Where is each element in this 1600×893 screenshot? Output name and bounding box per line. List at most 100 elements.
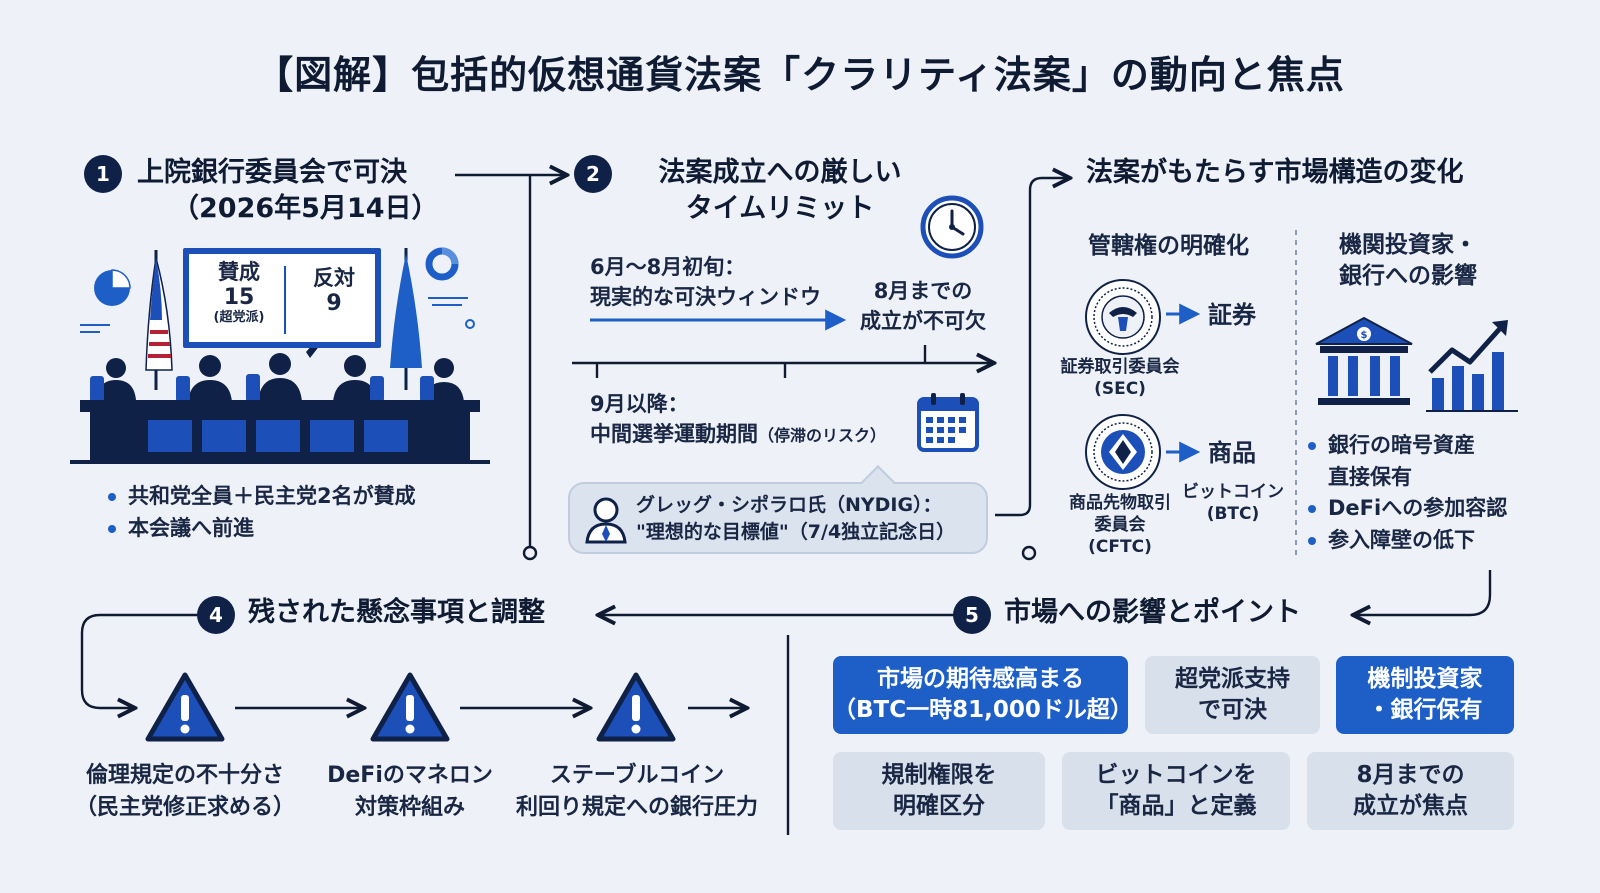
point-btc-commodity: ビットコインを「商品」と定義 (1062, 752, 1290, 830)
quote-bubble: グレッグ・シポラロ氏（NYDIG）： "理想的な目標値"（7/4独立記念日） (568, 465, 988, 554)
sec-name: 証券取引委員会 (SEC) (1050, 356, 1190, 400)
person-avatar-icon (585, 497, 627, 544)
cftc-label: 商品 (1208, 439, 1256, 467)
btc-label-line1: ビットコイン (1182, 482, 1284, 502)
section-1-date: （2026年5月14日） (172, 193, 439, 224)
section-2-title-line1: 法案成立への厳しい (658, 157, 902, 188)
deadline-line1: 8月までの (873, 279, 973, 303)
cftc-name-line2: 委員会 (1094, 515, 1146, 536)
concern-ethics-line2: （民主党修正求める） (75, 794, 296, 820)
point-market-expectation: 市場の期待感高まる （BTC一時81,000ドル超） (833, 656, 1133, 734)
point-line1: 規制権限を (881, 761, 997, 788)
point-line1: ビットコインを (1095, 761, 1257, 788)
warning-icon (596, 672, 676, 742)
point-line1: 市場の期待感高まる (877, 665, 1084, 692)
concern-defi-aml: DeFiのマネロン 対策枠組み (310, 760, 510, 824)
list-item: 共和党全員＋民主党2名が賛成 (106, 481, 416, 513)
warning-icon (370, 672, 450, 742)
step-number-4: 4 (197, 596, 235, 634)
vote-yes-label: 賛成 (218, 260, 260, 284)
institutional-heading-line2: 銀行への影響 (1339, 263, 1477, 290)
point-regulatory-split: 規制権限を明確区分 (833, 752, 1045, 830)
point-line2: 成立が焦点 (1353, 793, 1468, 819)
list-item: 参入障壁の低下 (1306, 525, 1507, 557)
point-line1: 8月までの (1356, 761, 1465, 788)
section-4-title: 残された懸念事項と調整 (248, 597, 545, 628)
pie-chart-icon (80, 269, 131, 333)
institutional-heading-line1: 機関投資家・ (1339, 232, 1477, 258)
concern-ethics: 倫理規定の不十分さ （民主党修正求める） (75, 760, 295, 824)
arrow-3-to-5 (1355, 570, 1492, 615)
point-line2: で可決 (1198, 697, 1267, 723)
after-desc: 中間選挙運動期間 (590, 422, 758, 447)
sec-seal-icon (1085, 279, 1161, 355)
cftc-name: 商品先物取引 委員会 (CFTC) (1050, 492, 1190, 558)
list-item: 銀行の暗号資産直接保有 (1306, 430, 1507, 493)
committee-people-icon (70, 247, 490, 464)
btc-label: ビットコイン (BTC) (1178, 481, 1288, 525)
point-line2: （BTC一時81,000ドル超） (833, 697, 1133, 723)
cftc-name-line3: (CFTC) (1088, 537, 1152, 558)
clock-icon (920, 195, 984, 259)
page-title: 【図解】包括的仮想通貨法案「クラリティ法案」の動向と焦点 (255, 53, 1345, 97)
section-2-title-line2: タイムリミット (685, 192, 875, 224)
sec-name-line2: (SEC) (1094, 379, 1146, 400)
step-number-1: 1 (84, 155, 122, 193)
flag-blue-icon (390, 248, 422, 390)
calendar-icon (917, 393, 979, 452)
section-3-title: 法案がもたらす市場構造の変化 (1086, 157, 1464, 188)
window-label: 6月〜8月初旬： (590, 255, 746, 279)
bank-icon: $ (1315, 316, 1413, 405)
after-label: 9月以降： (590, 392, 689, 416)
svg-text:$: $ (1361, 330, 1368, 341)
concern-stablecoin-line2: 利回り規定への銀行圧力 (515, 794, 758, 820)
growth-chart-icon (1426, 320, 1518, 412)
point-institutional: 機制投資家・銀行保有 (1336, 656, 1514, 734)
point-bipartisan: 超党派支持で可決 (1145, 656, 1320, 734)
vote-yes-note: (超党派) (213, 310, 265, 326)
deadline-line2: 成立が不可欠 (860, 309, 986, 334)
point-line1: 超党派支持 (1175, 665, 1290, 692)
step-number-2: 2 (574, 155, 612, 193)
point-line2: 明確区分 (893, 793, 985, 819)
quote-speaker: グレッグ・シポラロ氏（NYDIG）： (636, 494, 942, 516)
list-item: DeFiへの参加容認 (1306, 493, 1507, 525)
vote-no-label: 反対 (313, 266, 355, 290)
vote-board: 賛成 15 (超党派) 反対 9 (183, 248, 381, 348)
quote-text: "理想的な目標値"（7/4独立記念日） (636, 520, 956, 543)
flag-us-icon (145, 250, 173, 390)
concern-defi-line1: DeFiのマネロン (327, 763, 493, 788)
point-august-deadline: 8月までの成立が焦点 (1307, 752, 1514, 830)
cftc-seal-icon (1085, 414, 1161, 490)
deadline-text: 8月までの 成立が不可欠 (848, 276, 998, 337)
window-desc: 現実的な可決ウィンドウ (590, 285, 821, 310)
institutional-bullets: 銀行の暗号資産直接保有 DeFiへの参加容認 参入障壁の低下 (1306, 430, 1507, 556)
vote-yes-count: 15 (223, 285, 255, 311)
point-line2: 「商品」と定義 (1095, 793, 1257, 819)
cftc-name-line1: 商品先物取引 (1069, 493, 1171, 513)
window-text: 6月〜8月初旬： 現実的な可決ウィンドウ (590, 252, 821, 313)
institutional-heading: 機関投資家・ 銀行への影響 (1318, 230, 1498, 292)
step-number-5: 5 (953, 596, 991, 634)
concern-stablecoin-line1: ステーブルコイン (549, 763, 725, 788)
point-line1: 機制投資家 (1367, 665, 1483, 692)
btc-label-line2: (BTC) (1206, 504, 1260, 525)
sec-label: 証券 (1208, 301, 1256, 329)
after-note: （停滞のリスク） (758, 426, 887, 446)
section-1-title: 上院銀行委員会で可決 (137, 157, 407, 188)
after-september-text: 9月以降： 中間選挙運動期間（停滞のリスク） (590, 389, 886, 450)
arrow-2-to-3 (995, 178, 1068, 517)
section-2-title: 法案成立への厳しい タイムリミット (630, 155, 930, 226)
jurisdiction-heading: 管轄権の明確化 (1088, 233, 1249, 259)
concern-defi-line2: 対策枠組み (354, 794, 465, 820)
section-5-title: 市場への影響とポイント (1004, 597, 1301, 628)
vote-no-count: 9 (326, 291, 342, 317)
sec-name-line1: 証券取引委員会 (1060, 357, 1180, 377)
list-item: 本会議へ前進 (106, 513, 416, 545)
point-line2: ・銀行保有 (1367, 697, 1483, 723)
donut-chart-icon (425, 247, 475, 329)
concern-ethics-line1: 倫理規定の不十分さ (85, 763, 284, 788)
section-1-bullets: 共和党全員＋民主党2名が賛成 本会議へ前進 (106, 481, 416, 544)
concern-stablecoin: ステーブルコイン 利回り規定への銀行圧力 (508, 760, 766, 824)
warning-icon (145, 672, 225, 742)
